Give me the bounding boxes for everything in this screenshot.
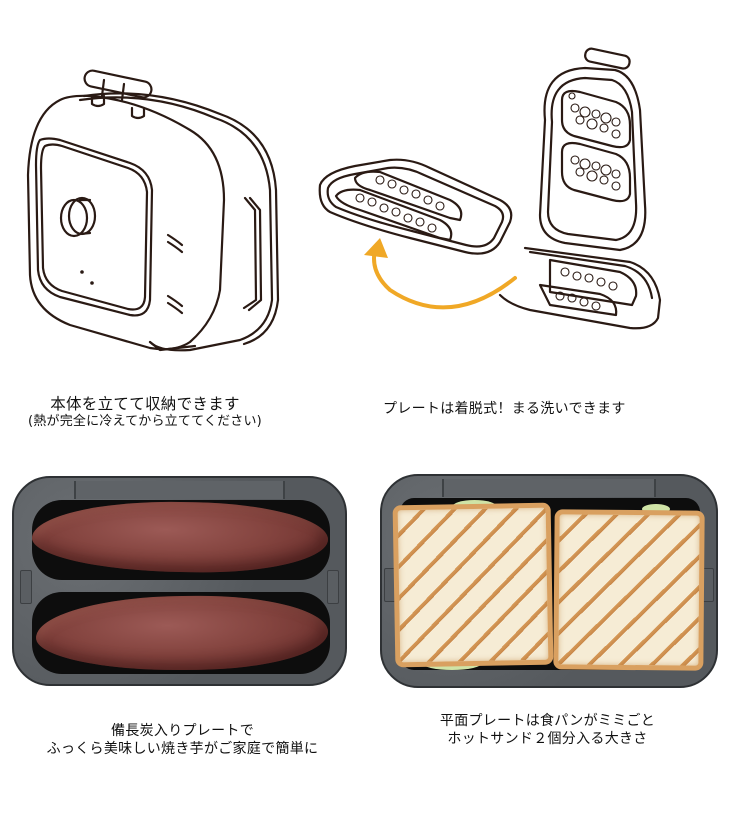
- grill-open-illustration: [318, 47, 662, 330]
- panel-removable-plates: プレートは着脱式！まる洗いできます: [318, 0, 730, 440]
- panel-hot-sandwich: 平面プレートは食パンがミミごと ホットサンド２個分入る大きさ: [365, 470, 730, 790]
- caption-removable-plates: プレートは着脱式！まる洗いできます: [383, 400, 683, 418]
- flat-plate-photo: [380, 474, 718, 688]
- panel-sweet-potato: 備長炭入りプレートで ふっくら美味しい焼き芋がご家庭で簡単に: [0, 470, 365, 790]
- caption-main: 本体を立てて収納できます: [50, 395, 240, 413]
- panel-upright-storage: 本体を立てて収納できます (熱が完全に冷えてから立ててください): [0, 0, 365, 440]
- caption-sweet-potato: 備長炭入りプレートで ふっくら美味しい焼き芋がご家庭で簡単に: [0, 722, 365, 758]
- caption-line-1: 備長炭入りプレートで: [111, 723, 254, 739]
- hot-sandwich-left: [392, 502, 554, 668]
- grill-plate-photo: [12, 476, 347, 686]
- grill-upright-illustration: [26, 69, 280, 352]
- caption-main: プレートは着脱式！まる洗いできます: [383, 401, 626, 417]
- hot-sandwich-right: [553, 509, 705, 671]
- caption-hot-sandwich: 平面プレートは食パンがミミごと ホットサンド２個分入る大きさ: [365, 712, 730, 748]
- caption-line-2: ホットサンド２個分入る大きさ: [447, 731, 648, 748]
- rotate-arrow-icon: [372, 248, 517, 310]
- caption-line-2: ふっくら美味しい焼き芋がご家庭で簡単に: [46, 741, 319, 758]
- caption-note: (熱が完全に冷えてから立ててください): [28, 414, 262, 430]
- caption-upright-storage: 本体を立てて収納できます (熱が完全に冷えてから立ててください): [0, 394, 290, 431]
- caption-line-1: 平面プレートは食パンがミミごと: [439, 713, 656, 729]
